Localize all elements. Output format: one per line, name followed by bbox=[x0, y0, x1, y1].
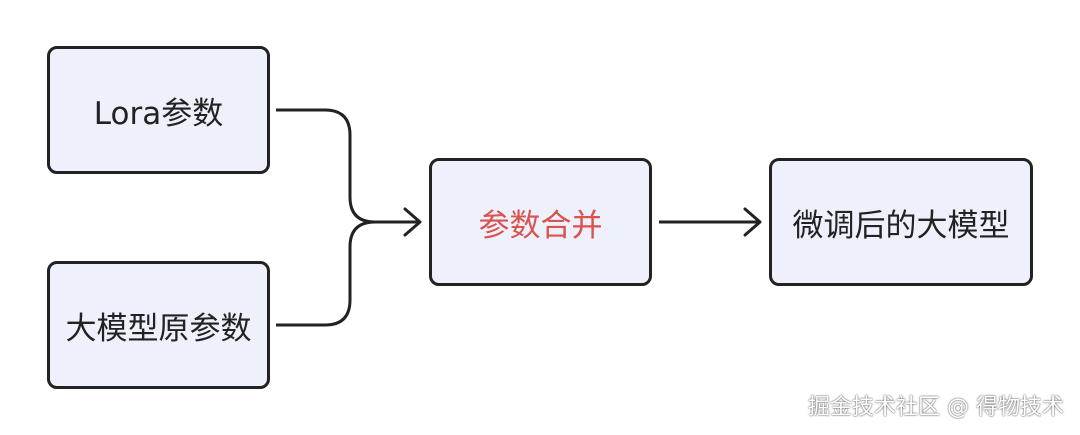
node-base-model-params-label: 大模型原参数 bbox=[65, 310, 252, 347]
edge-lora-to-merge bbox=[276, 108, 418, 224]
node-base-model-params: 大模型原参数 bbox=[47, 261, 270, 389]
arrowhead-merge-icon bbox=[403, 207, 422, 237]
node-param-merge: 参数合并 bbox=[429, 158, 652, 286]
node-finetuned-model-label: 微调后的大模型 bbox=[792, 207, 1010, 244]
node-lora-params: Lora参数 bbox=[47, 46, 270, 174]
node-finetuned-model: 微调后的大模型 bbox=[769, 158, 1033, 286]
edge-base-to-merge bbox=[276, 220, 376, 327]
node-param-merge-label: 参数合并 bbox=[478, 207, 603, 244]
watermark: 掘金技术社区 @ 得物技术 bbox=[808, 395, 1064, 420]
arrowhead-result-icon bbox=[743, 207, 762, 237]
node-lora-params-label: Lora参数 bbox=[93, 95, 224, 132]
